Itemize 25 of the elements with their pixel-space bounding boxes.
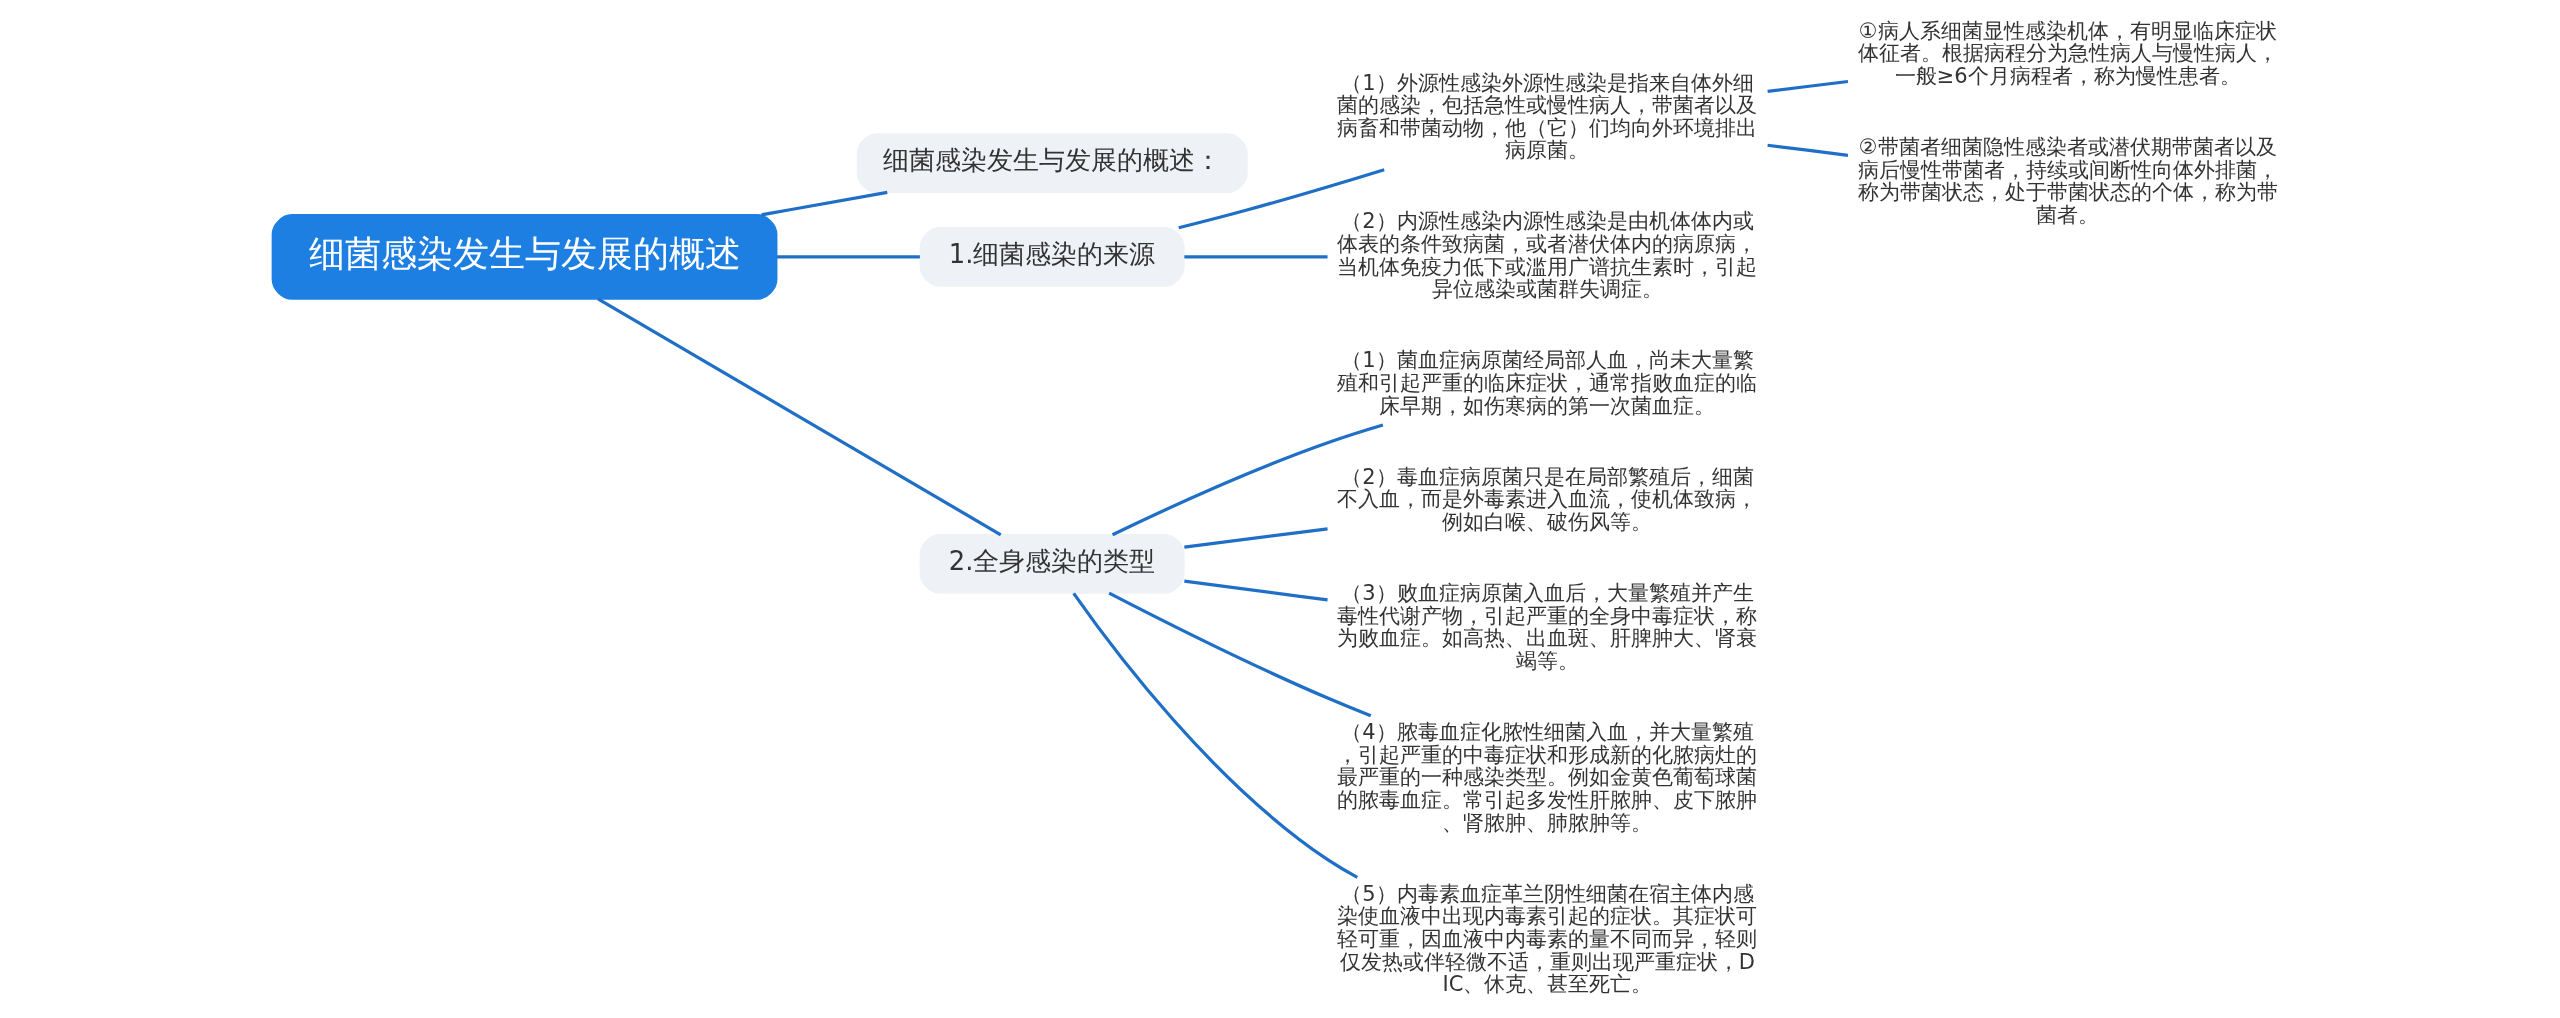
node-box: 细菌感染发生与发展的概述： <box>856 133 1248 194</box>
connector <box>1184 579 1328 602</box>
connector <box>597 297 1002 537</box>
connector <box>1767 143 1849 157</box>
node-box: 2.全身感染的类型 <box>919 534 1185 594</box>
connector <box>1767 79 1849 93</box>
connector <box>776 255 920 259</box>
connector <box>1111 423 1384 537</box>
node-text: ②带菌者细菌隐性感染者或潜伏期带菌者以及病后慢性带菌者，持续或间断性向体外排菌，称为带菌状态，处于带菌状态的个体，称为带菌者。 <box>1857 135 2278 228</box>
connector <box>1184 255 1328 259</box>
connector <box>1072 592 1359 879</box>
connector <box>1178 168 1385 230</box>
node-text: （1）菌血症病原菌经局部人血，尚未大量繁殖和引起严重的临床症状，通常指败血症的临床早期，如伤寒病的第一次菌血症。 <box>1337 348 1758 418</box>
connector <box>1108 591 1372 718</box>
node-text: （4）脓毒血症化脓性细菌入血，并大量繁殖，引起严重的中毒症状和形成新的化脓病灶的最严重的一种感染类型。例如金黄色葡萄球菌的脓毒血症。常引起多发性肝脓肿、皮下脓肿、肾脓肿、肺脓肿等。 <box>1337 720 1758 835</box>
node-text: ①病人系细菌显性感染机体，有明显临床症状体征者。根据病程分为急性病人与慢性病人，一般≥6个月病程者，称为慢性患者。 <box>1857 18 2278 89</box>
node-text: （1）外源性感染外源性感染是指来自体外细菌的感染，包括急性或慢性病人，带菌者以及病畜和带菌动物，他（它）们均向外环境排出病原菌。 <box>1337 70 1758 163</box>
node-text: （5）内毒素血症革兰阴性细菌在宿主体内感染使血液中出现内毒素引起的症状。其症状可轻可重，因血液中内毒素的量不同而异，轻则仅发热或伴轻微不适，重则出现严重症状，DIC、休克、甚至死亡。 <box>1337 881 1758 997</box>
node-text: （2）内源性感染内源性感染是由机体体内或体表的条件致病菌，或者潜伏体内的病原病，当机体免疫力低下或滥用广谱抗生素时，引起异位感染或菌群失调症。 <box>1337 209 1758 302</box>
node-text: （3）败血症病原菌入血后，大量繁殖并产生毒性代谢产物，引起严重的全身中毒症状，称为败血症。如高热、出血斑、肝脾肿大、肾衰竭等。 <box>1337 581 1758 674</box>
node-box: 细菌感染发生与发展的概述 <box>271 214 778 300</box>
connector <box>1184 527 1328 549</box>
node-text: （2）毒血症病原菌只是在局部繁殖后，细菌不入血，而是外毒素进入血流，使机体致病，例如白喉、破伤风等。 <box>1337 464 1758 535</box>
node-box: 1.细菌感染的来源 <box>919 227 1185 287</box>
connector <box>761 190 888 217</box>
